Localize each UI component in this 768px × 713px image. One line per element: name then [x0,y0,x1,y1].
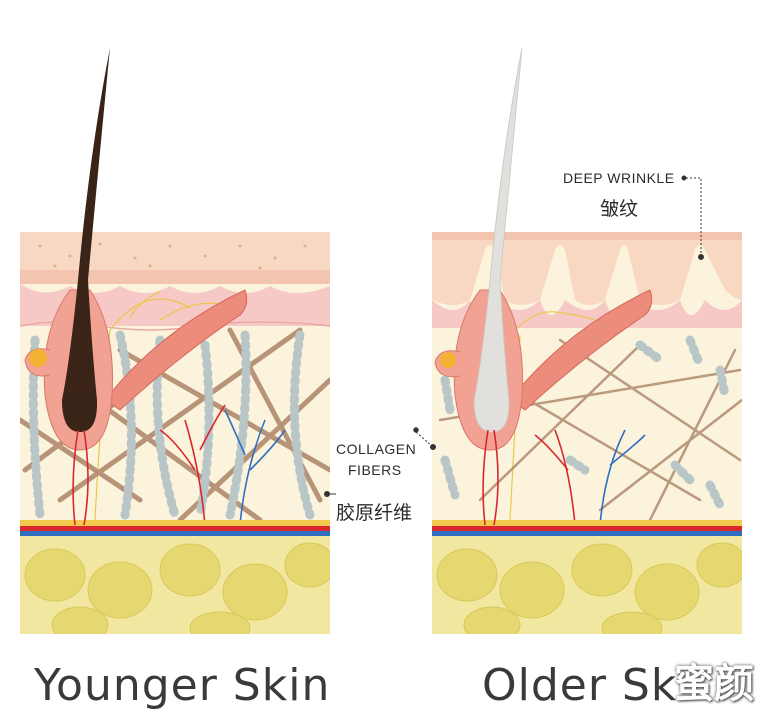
collagen-left-leader [324,491,336,497]
arrector-pili-muscle [509,289,653,411]
elastin-fragments [440,335,730,510]
older-skin-caption: Older Sk [482,660,678,711]
hair-root-vessels [482,429,499,526]
vein [20,531,330,536]
deep-wrinkle-label: DEEP WRINKLE [563,170,675,186]
collagen-right-leader [413,427,436,450]
hair-shaft-dark [62,48,110,432]
arrector-pili-muscle [104,289,248,411]
hair-shaft-grey [473,47,523,433]
epidermis-dots [38,242,307,270]
watermark-logo: 蜜颜 [674,661,754,707]
deep-wrinkle-leader [681,175,704,260]
artery [20,526,330,531]
vessel-branches [534,429,646,526]
wrinkled-epidermis [432,232,742,305]
fat-cells [24,542,330,634]
younger-skin-panel [20,48,330,634]
collagen-label-line1: COLLAGEN [336,441,417,457]
collagen-label-line2: FIBERS [348,462,402,478]
fat-cells [436,542,742,634]
artery [432,526,742,531]
hair-root-vessels [72,429,89,526]
younger-skin-caption: Younger Skin [34,660,331,711]
older-skin-panel [432,47,742,634]
wrinkle-label-chinese: 皱纹 [600,198,639,220]
vessel-branches [159,404,286,526]
vein [432,531,742,536]
sebaceous-gland [24,348,51,377]
deep-wrinkle-folds [432,232,742,240]
sebaceous-gland [434,350,461,378]
collagen-label-chinese: 胶原纤维 [336,502,413,524]
